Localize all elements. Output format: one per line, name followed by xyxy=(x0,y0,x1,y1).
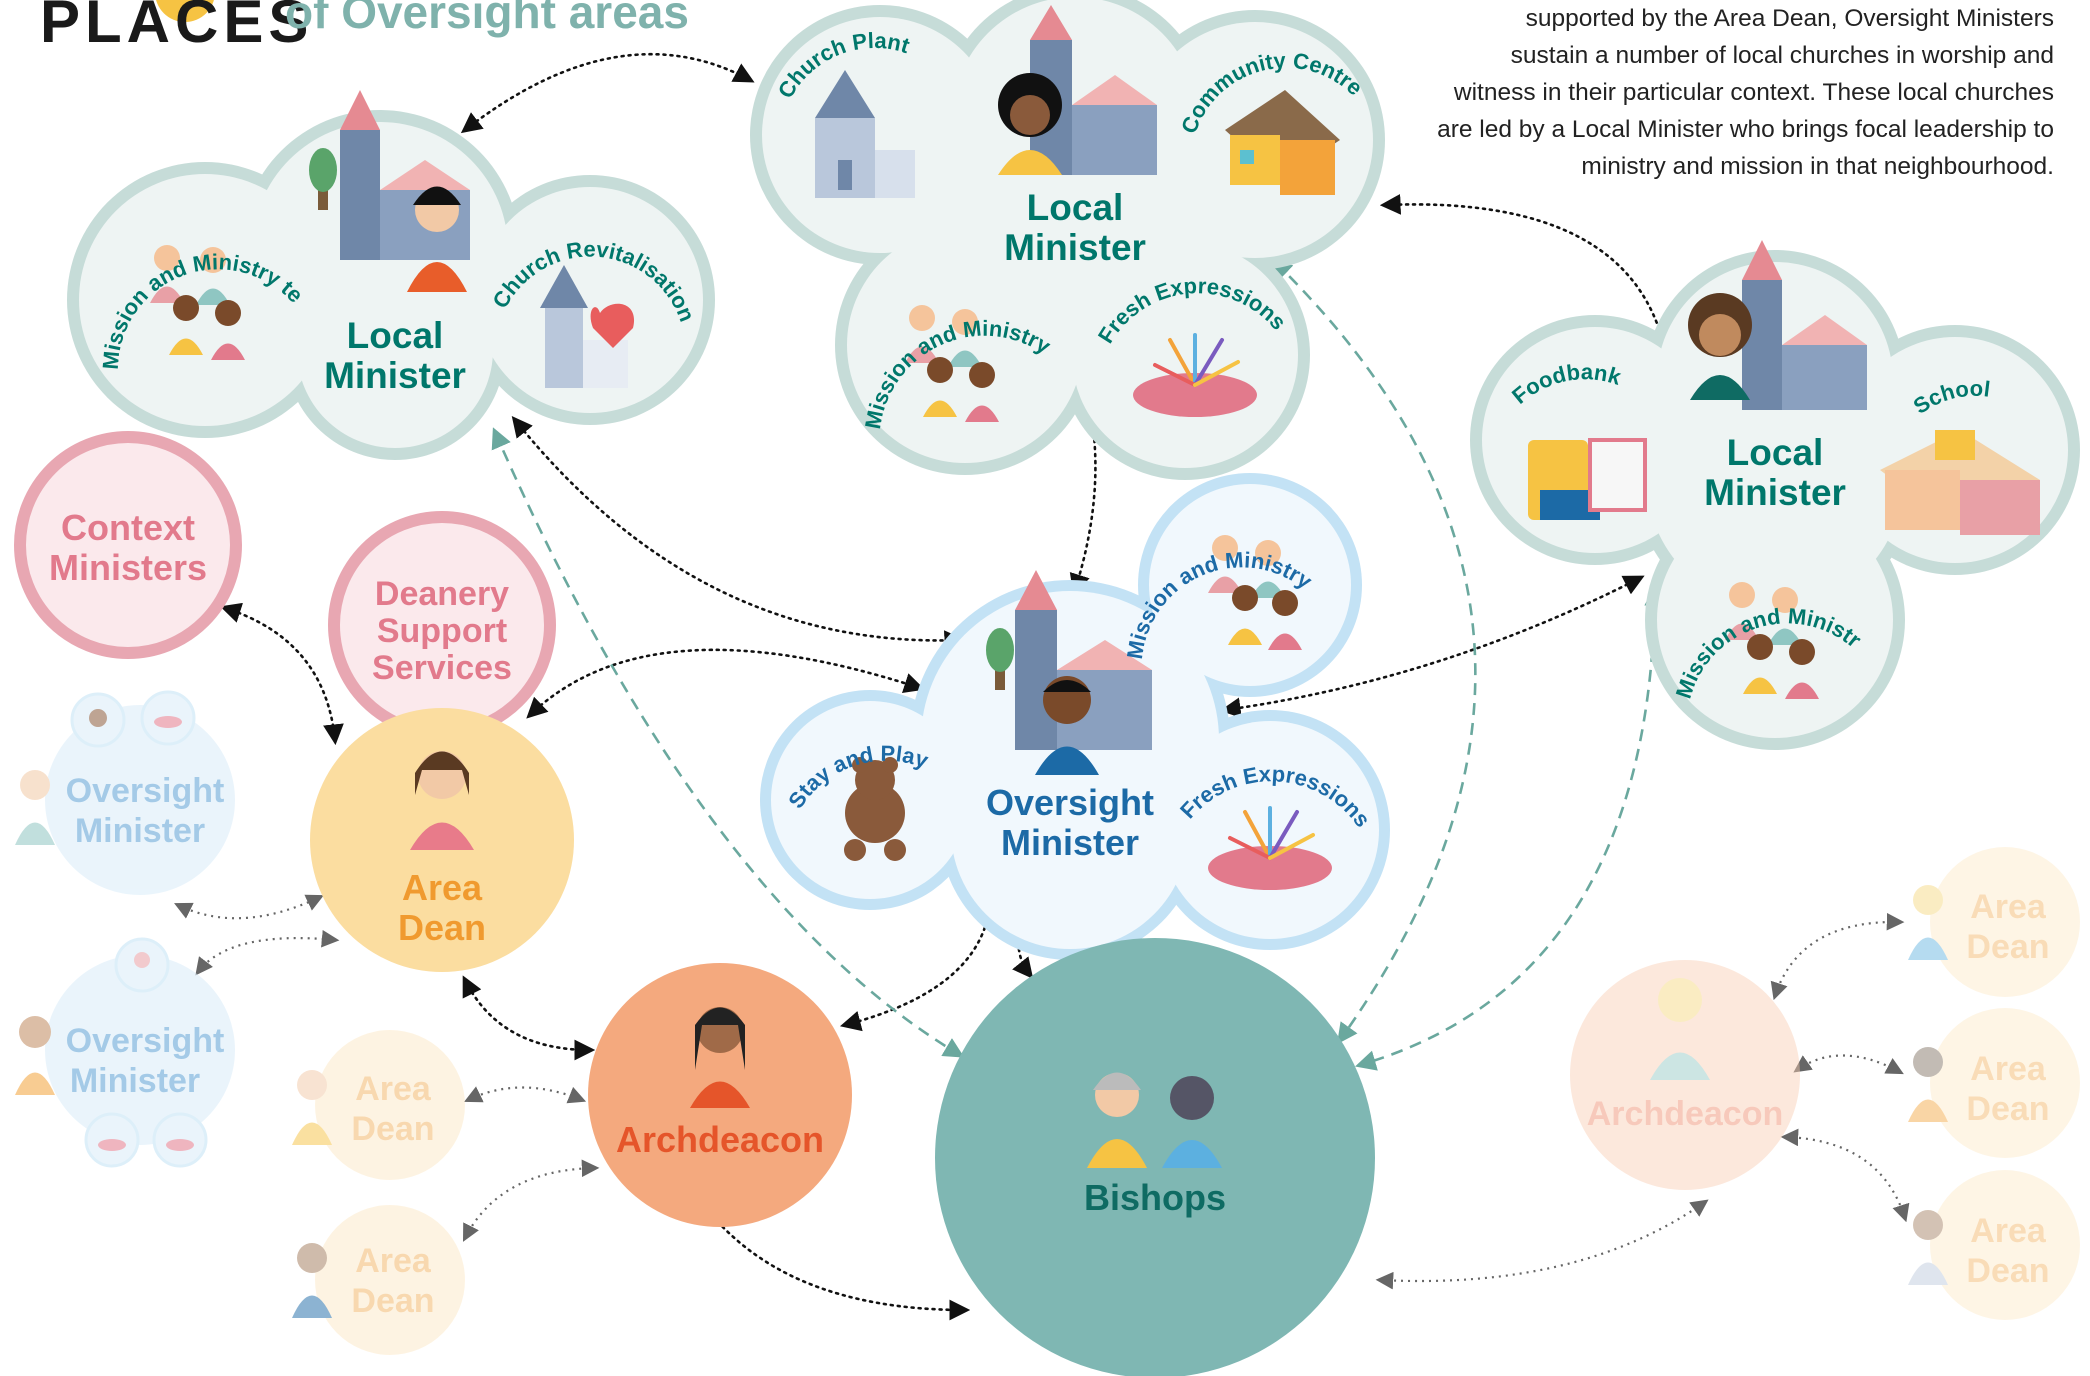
church-revitalisation-icon xyxy=(540,265,635,388)
header: PLACES of Oversight areas xyxy=(40,0,689,55)
family-icon xyxy=(150,245,245,360)
archdeacon-label: Archdeacon xyxy=(1587,1095,1784,1133)
description-text: supported by the Area Dean, Oversight Mi… xyxy=(1294,0,2054,185)
family-icon xyxy=(905,305,999,422)
teddy-bear-icon xyxy=(844,757,906,861)
person-icon xyxy=(407,186,467,292)
fresh-expressions-icon xyxy=(1208,806,1332,890)
description-line: sustain a number of local churches in wo… xyxy=(1510,42,2054,69)
bishops-label: Bishops xyxy=(1084,1177,1226,1218)
archdeacon-node: Archdeacon xyxy=(588,963,852,1227)
community-centre-icon xyxy=(1225,90,1340,195)
bishops-node: Bishops xyxy=(935,938,1375,1376)
family-icon xyxy=(1208,535,1302,650)
person-icon xyxy=(1688,293,1752,400)
foodbank-icon xyxy=(1528,438,1647,520)
archdeacon-faded: Archdeacon xyxy=(1570,960,1800,1190)
person-icon xyxy=(1035,676,1099,775)
description-line: witness in their particular context. The… xyxy=(1453,79,2054,106)
person-icon xyxy=(998,73,1062,175)
family-icon xyxy=(1725,582,1819,699)
church-plant-icon xyxy=(815,70,915,198)
church-icon xyxy=(986,570,1152,750)
description-line: supported by the Area Dean, Oversight Mi… xyxy=(1525,5,2054,32)
description-line: ministry and mission in that neighbourho… xyxy=(1581,153,2054,180)
church-icon xyxy=(1742,240,1867,410)
archdeacon-label: Archdeacon xyxy=(616,1119,824,1160)
grey-connectors xyxy=(174,894,1910,1290)
header-title: of Oversight areas xyxy=(285,0,689,38)
fresh-expressions-icon xyxy=(1133,333,1257,417)
logo-text: PLACES xyxy=(40,0,313,55)
green-dashed-connectors xyxy=(491,258,1666,1071)
description-line: are led by a Local Minister who brings f… xyxy=(1437,116,2054,143)
logo-mark xyxy=(156,0,214,22)
school-icon xyxy=(1880,430,2040,535)
